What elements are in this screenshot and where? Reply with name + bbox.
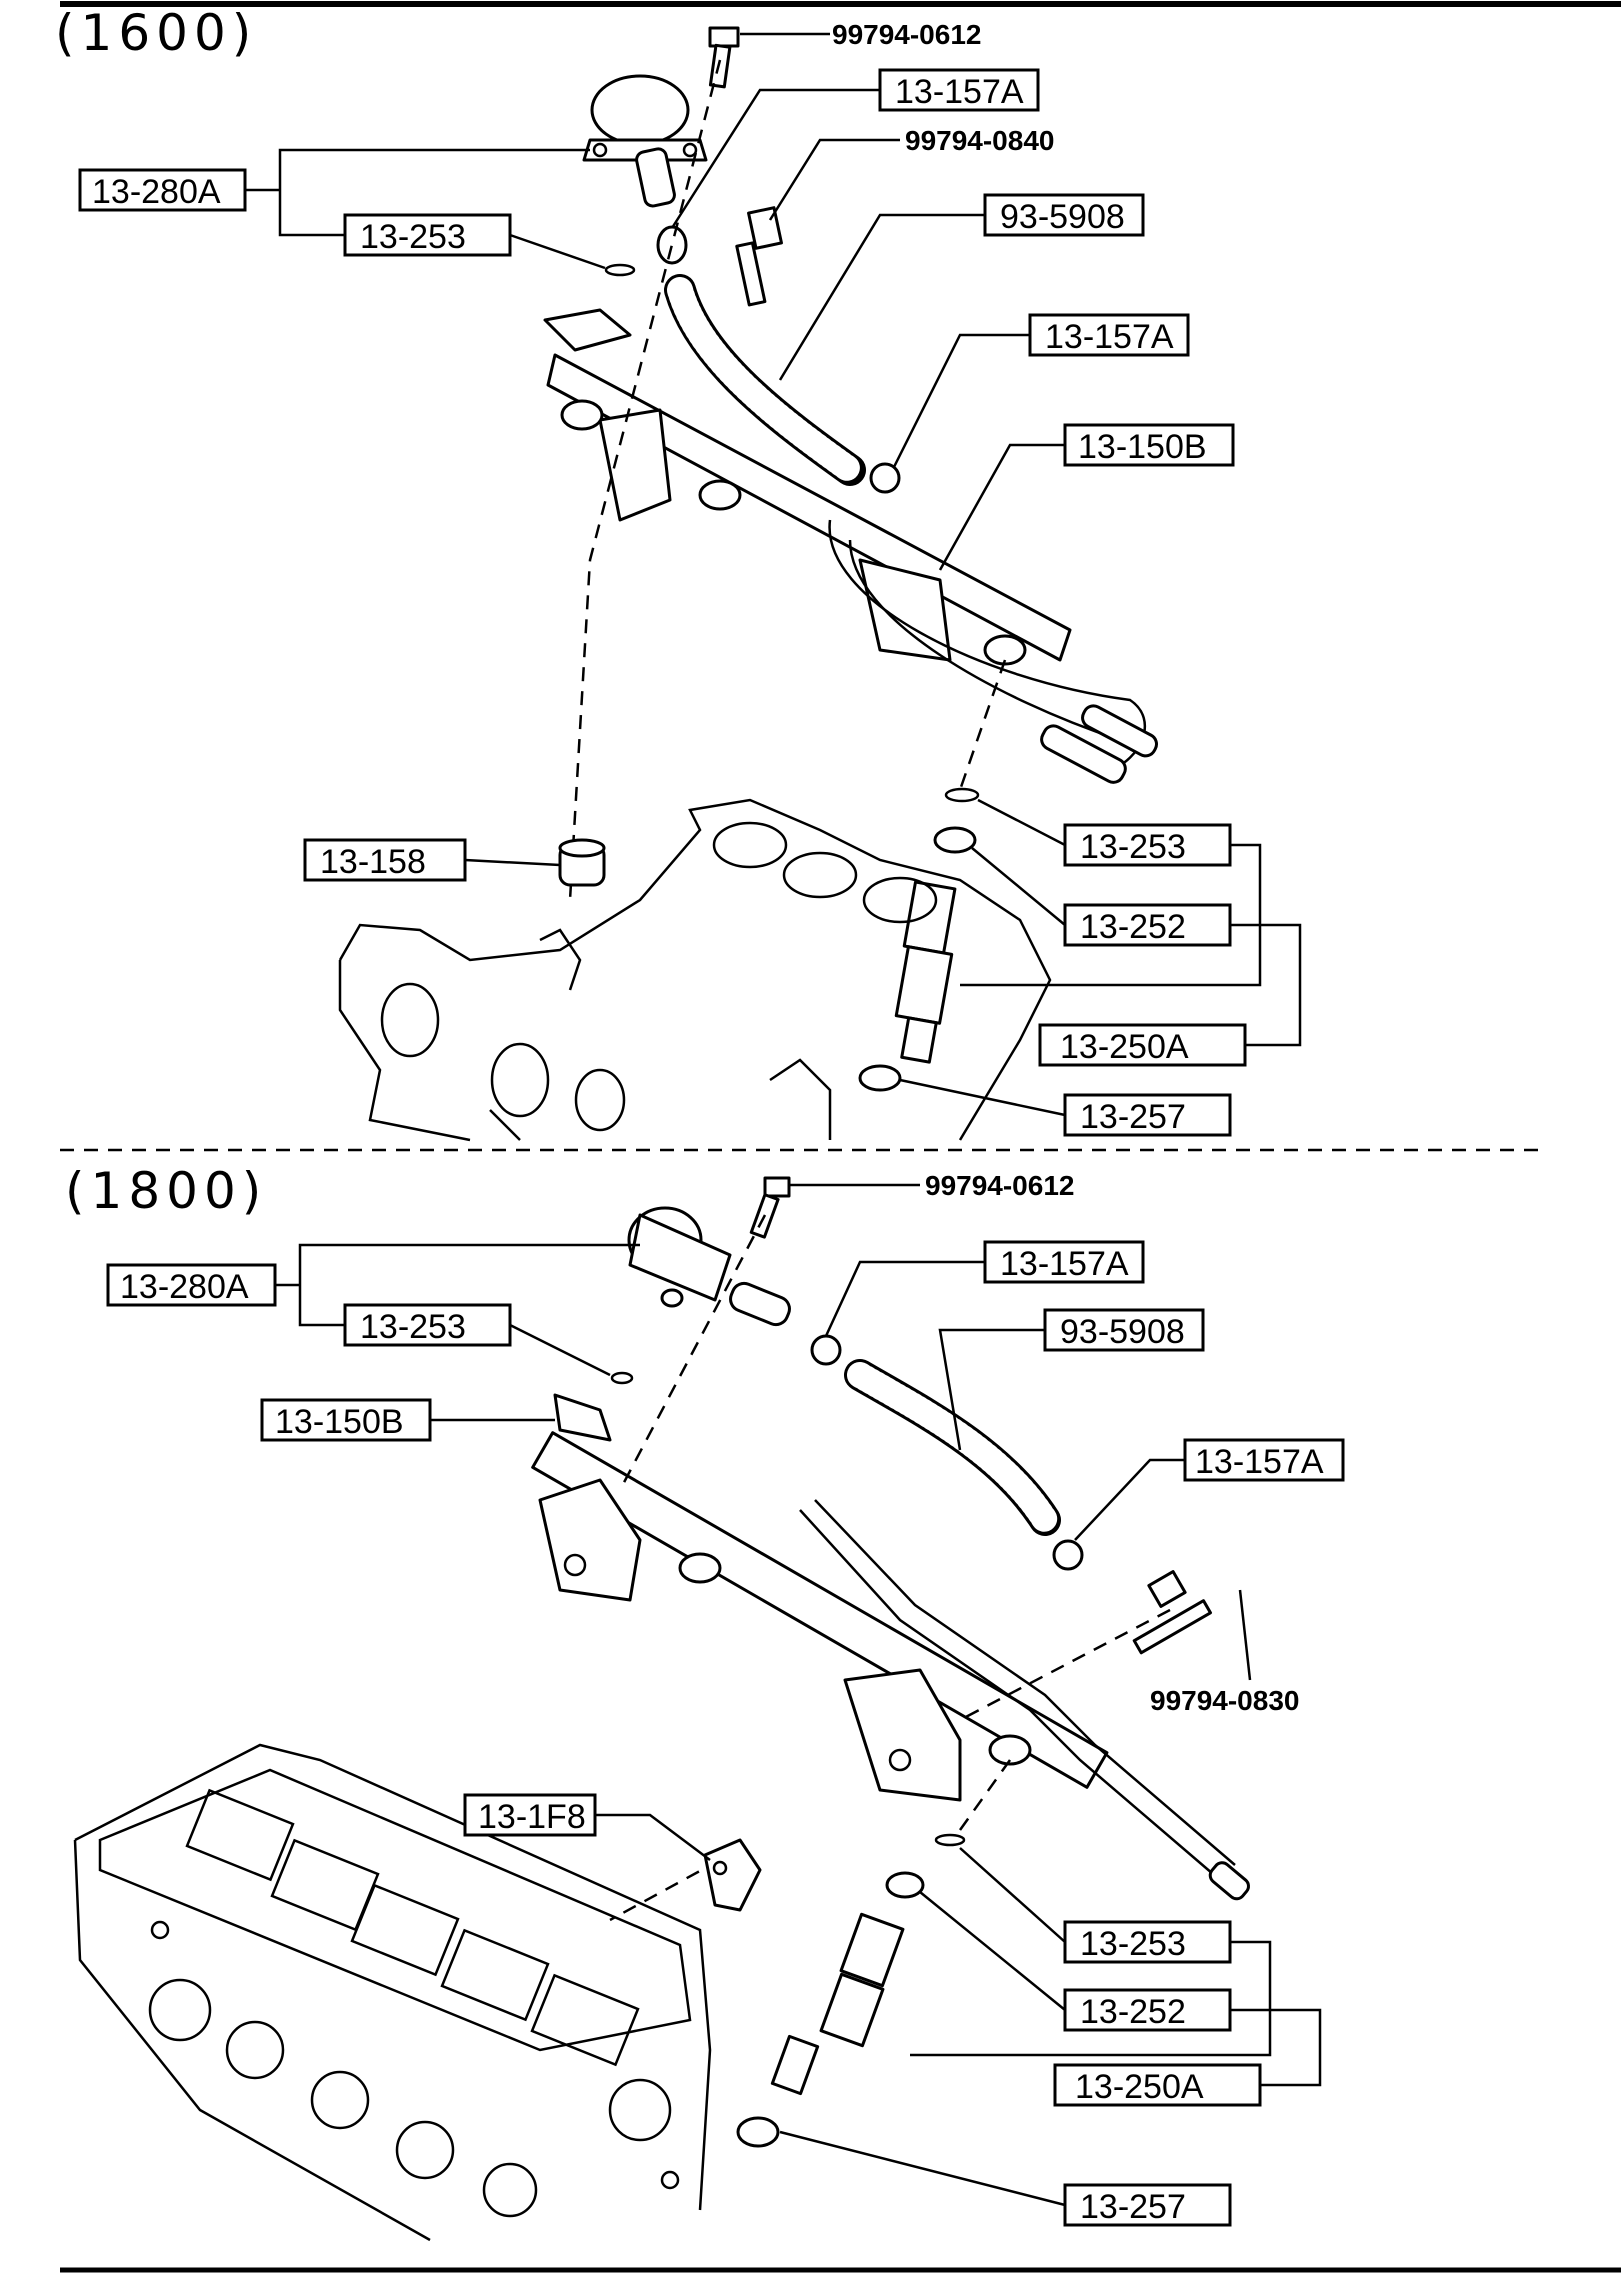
section-1600: (1600): [55, 4, 1302, 1142]
callout-13-150B: 13-150B: [938, 423, 1235, 571]
callout-13-253-top: 13-253: [343, 213, 606, 270]
o-ring-icon: [610, 1371, 634, 1385]
svg-text:13-280A: 13-280A: [92, 173, 221, 211]
svg-text:13-253: 13-253: [1080, 1925, 1186, 1963]
intake-manifold-icon: [338, 798, 1052, 1142]
o-ring-icon: [604, 263, 636, 277]
callout-13-253-lower: 13-253: [960, 798, 1262, 987]
bolt-icon: [749, 1176, 791, 1239]
grommet-icon: [885, 1871, 925, 1899]
fuel-rail-icon: [531, 1393, 1250, 1901]
callout-99794-0612: 99794-0612: [740, 19, 981, 50]
fuel-pressure-regulator-icon: [582, 74, 708, 208]
callout-13-157A-mid: 13-157A: [1074, 1438, 1345, 1541]
camshaft-sensor-icon: [703, 1838, 762, 1912]
o-ring-icon: [944, 787, 980, 803]
svg-text:13-150B: 13-150B: [275, 1403, 404, 1441]
section-title: (1600): [55, 4, 257, 62]
svg-text:13-250A: 13-250A: [1075, 2068, 1204, 2106]
callout-13-253-top: 13-253: [343, 1303, 611, 1377]
cylinder-head-icon: [73, 1743, 712, 2242]
callout-13-253-lower: 13-253: [910, 1847, 1272, 2057]
svg-text:99794-0840: 99794-0840: [905, 125, 1054, 156]
callout-13-1F8: 13-1F8: [463, 1793, 711, 1861]
svg-text:13-157A: 13-157A: [895, 73, 1024, 111]
callout-13-158: 13-158: [303, 838, 561, 882]
callout-13-150B: 13-150B: [260, 1398, 555, 1442]
svg-text:99794-0612: 99794-0612: [925, 1170, 1074, 1201]
fuel-rail-icon: [543, 308, 1158, 784]
seal-icon: [736, 2116, 780, 2148]
svg-text:13-257: 13-257: [1080, 1098, 1186, 1136]
hose-icon: [664, 274, 866, 486]
svg-text:13-280A: 13-280A: [120, 1268, 249, 1306]
svg-text:13-257: 13-257: [1080, 2188, 1186, 2226]
callout-13-157A-top: 13-157A: [824, 1240, 1145, 1337]
fuel-injector-icon: [894, 880, 957, 1064]
clip-icon: [1052, 1539, 1084, 1571]
svg-text:13-252: 13-252: [1080, 908, 1186, 946]
callout-93-5908: 93-5908: [778, 193, 1145, 381]
svg-text:13-253: 13-253: [360, 1308, 466, 1346]
svg-text:13-157A: 13-157A: [1195, 1443, 1324, 1481]
callout-13-280A: 13-280A: [106, 1243, 640, 1327]
svg-text:13-250A: 13-250A: [1060, 1028, 1189, 1066]
insulator-icon: [558, 838, 606, 887]
callout-99794-0612: 99794-0612: [790, 1170, 1074, 1201]
svg-text:13-150B: 13-150B: [1078, 428, 1207, 466]
bolt-icon: [1132, 1570, 1212, 1655]
callout-93-5908: 93-5908: [938, 1308, 1205, 1451]
hose-icon: [844, 1359, 1061, 1536]
callout-99794-0830: 99794-0830: [1150, 1589, 1299, 1716]
clip-icon: [810, 1334, 842, 1366]
svg-text:93-5908: 93-5908: [1000, 198, 1125, 236]
callout-99794-0840: 99794-0840: [768, 125, 1054, 221]
callout-13-257: 13-257: [899, 1078, 1232, 1137]
callout-13-250A: 13-250A: [1038, 1023, 1247, 1067]
callout-13-157A-mid: 13-157A: [869, 313, 1190, 494]
grommet-icon: [933, 826, 977, 854]
svg-text:13-252: 13-252: [1080, 1993, 1186, 2031]
callout-13-157A-top: 13-157A: [670, 68, 1040, 229]
svg-text:99794-0830: 99794-0830: [1150, 1685, 1299, 1716]
bolt-icon: [735, 206, 783, 307]
clip-icon: [656, 225, 688, 265]
svg-text:13-157A: 13-157A: [1045, 318, 1174, 356]
section-title: (1800): [65, 1162, 267, 1220]
svg-text:13-157A: 13-157A: [1000, 1245, 1129, 1283]
fuel-injector-icon: [770, 1912, 905, 2096]
callout-13-252: 13-252: [919, 1891, 1322, 2087]
svg-text:93-5908: 93-5908: [1060, 1313, 1185, 1351]
callout-13-250A: 13-250A: [1053, 2063, 1262, 2107]
callout-13-252: 13-252: [971, 847, 1302, 1047]
fuel-pressure-regulator-icon: [627, 1206, 791, 1327]
svg-text:13-253: 13-253: [1080, 828, 1186, 866]
callout-13-280A: 13-280A: [78, 148, 590, 237]
svg-text:13-158: 13-158: [320, 843, 426, 881]
o-ring-icon: [934, 1833, 966, 1847]
bolt-icon: [708, 26, 740, 89]
svg-text:13-253: 13-253: [360, 218, 466, 256]
svg-text:13-1F8: 13-1F8: [478, 1798, 586, 1836]
section-1800: (1800): [65, 1162, 1345, 2242]
callout-13-257: 13-257: [779, 2130, 1232, 2227]
svg-text:99794-0612: 99794-0612: [832, 19, 981, 50]
seal-icon: [858, 1064, 902, 1092]
